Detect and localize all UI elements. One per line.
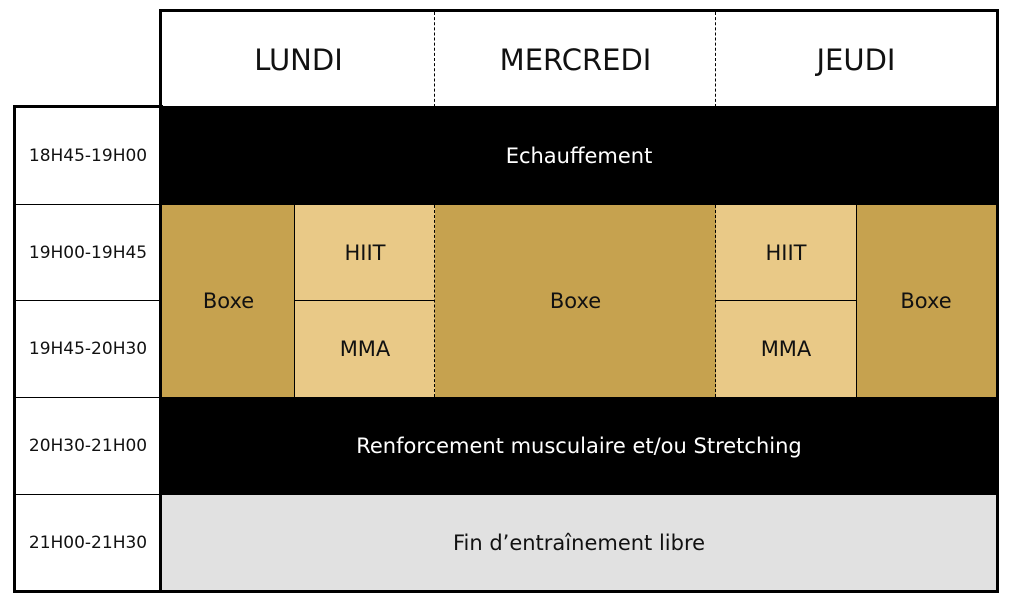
session-renforcement: Renforcement musculaire et/ou Stretching	[162, 398, 996, 494]
table-bottom-border	[13, 590, 999, 593]
row-separator	[716, 300, 856, 301]
time-column-right-border	[159, 9, 162, 593]
row-separator	[15, 300, 161, 301]
header-top-border	[160, 9, 999, 12]
column-separator	[294, 205, 295, 397]
day-header-lundi: LUNDI	[162, 12, 435, 107]
session-mercredi-boxe: Boxe	[435, 205, 716, 397]
day-header-mercredi: MERCREDI	[435, 12, 716, 107]
row-separator	[162, 106, 996, 108]
time-column-top-border	[13, 105, 163, 108]
header-right-border	[996, 9, 999, 593]
session-fin-libre: Fin d’entraînement libre	[162, 495, 996, 590]
time-slot-1: 18H45-19H00	[15, 108, 161, 204]
day-separator-dashed	[434, 205, 435, 397]
day-separator-dashed	[715, 205, 716, 397]
time-slot-4: 20H30-21H00	[15, 398, 161, 494]
session-jeudi-mma: MMA	[716, 301, 856, 397]
session-jeudi-hiit: HIIT	[716, 205, 856, 301]
session-lundi-boxe: Boxe	[162, 205, 295, 397]
row-separator	[295, 300, 435, 301]
row-separator	[15, 494, 996, 495]
column-separator	[856, 205, 857, 397]
session-lundi-mma: MMA	[295, 301, 435, 397]
session-jeudi-boxe: Boxe	[856, 205, 996, 397]
day-header-jeudi: JEUDI	[716, 12, 996, 107]
session-lundi-hiit: HIIT	[295, 205, 435, 301]
row-separator	[15, 204, 996, 205]
day-separator-dashed	[715, 12, 716, 107]
day-separator-dashed	[434, 12, 435, 107]
time-slot-5: 21H00-21H30	[15, 495, 161, 590]
time-column-left-border	[13, 105, 16, 593]
time-slot-3: 19H45-20H30	[15, 301, 161, 397]
row-separator	[15, 397, 996, 398]
session-echauffement: Echauffement	[162, 108, 996, 204]
time-slot-2: 19H00-19H45	[15, 205, 161, 300]
